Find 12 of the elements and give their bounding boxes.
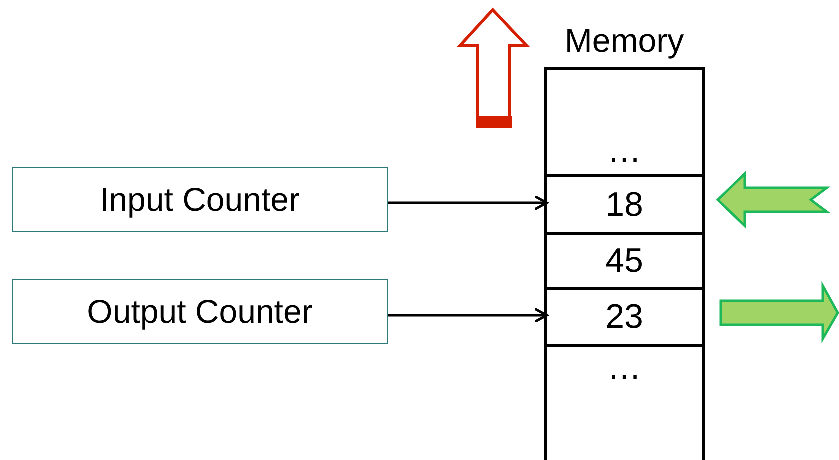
counter-label: Input Counter bbox=[100, 180, 300, 218]
cell-value: 18 bbox=[606, 188, 644, 222]
arrow bbox=[388, 196, 548, 210]
cell-value: … bbox=[608, 134, 642, 168]
cell-value: 45 bbox=[606, 244, 644, 278]
memory-title: Memory bbox=[564, 24, 686, 57]
counter-box bbox=[12, 279, 388, 344]
arrow bbox=[388, 308, 548, 323]
counter-box bbox=[12, 167, 388, 232]
cell-value: 23 bbox=[606, 300, 644, 334]
cell-value: … bbox=[608, 351, 642, 385]
counter-label: Output Counter bbox=[87, 292, 313, 330]
